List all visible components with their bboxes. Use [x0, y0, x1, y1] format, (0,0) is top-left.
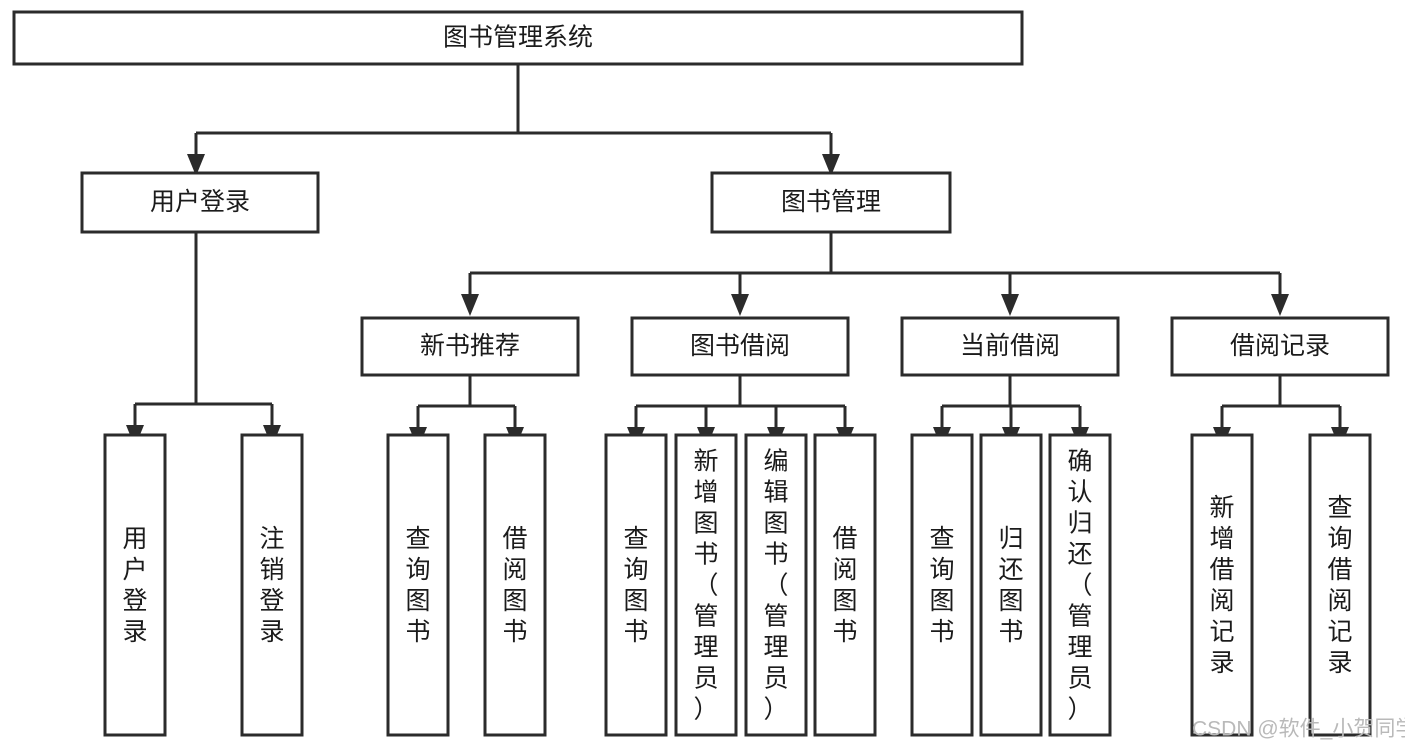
- node-leaf-edit-book[interactable]: 编辑图书（管理员）: [744, 433, 808, 737]
- arrow-head-icon: [1271, 294, 1289, 316]
- node-leaf-add-record[interactable]: 新增借阅记录: [1190, 433, 1254, 737]
- node-current-borrow[interactable]: 当前借阅: [900, 316, 1120, 377]
- node-book-borrow-rect[interactable]: [630, 316, 850, 377]
- node-leaf-confirm-return-rect[interactable]: [1048, 433, 1112, 737]
- node-leaf-query-book-rec[interactable]: 查询图书: [386, 433, 450, 737]
- connector-bookmanage-to-level3: [461, 232, 1289, 316]
- node-leaf-user-login-label: 用户登录: [122, 525, 147, 646]
- node-leaf-query-book-borrow[interactable]: 查询图书: [604, 433, 668, 737]
- node-book-borrow-label: 图书借阅: [690, 332, 790, 360]
- node-leaf-borrow-book-label: 借阅图书: [832, 525, 857, 646]
- connector-userlogin-to-leaves: [126, 232, 281, 447]
- node-user-login[interactable]: 用户登录: [80, 171, 320, 234]
- arrow-head-icon: [731, 294, 749, 316]
- arrow-head-icon: [461, 294, 479, 316]
- node-new-book-recommend[interactable]: 新书推荐: [360, 316, 580, 377]
- node-book-borrow[interactable]: 图书借阅: [630, 316, 850, 377]
- node-leaf-user-login-rect[interactable]: [103, 433, 167, 737]
- node-leaf-borrow-book-rect[interactable]: [813, 433, 877, 737]
- node-borrow-record-rect[interactable]: [1170, 316, 1390, 377]
- node-leaf-user-logout-rect[interactable]: [240, 433, 304, 737]
- node-book-manage-rect[interactable]: [710, 171, 952, 234]
- connector-root-to-level2: [187, 64, 840, 176]
- node-borrow-record[interactable]: 借阅记录: [1170, 316, 1390, 377]
- node-current-borrow-label: 当前借阅: [960, 332, 1060, 360]
- node-user-login-rect[interactable]: [80, 171, 320, 234]
- node-leaf-query-book-rec-label: 查询图书: [405, 525, 430, 646]
- node-leaf-add-record-rect[interactable]: [1190, 433, 1254, 737]
- node-book-manage-label: 图书管理: [781, 188, 881, 216]
- node-user-login-label: 用户登录: [150, 188, 250, 216]
- node-leaf-query-record[interactable]: 查询借阅记录: [1308, 433, 1372, 737]
- node-leaf-edit-book-label: 编辑图书（管理员）: [763, 448, 788, 724]
- node-leaf-user-logout-label: 注销登录: [259, 525, 284, 646]
- node-new-book-recommend-rect[interactable]: [360, 316, 580, 377]
- node-leaf-borrow-book[interactable]: 借阅图书: [813, 433, 877, 737]
- connectors-layer: [126, 64, 1349, 449]
- node-leaf-user-login[interactable]: 用户登录: [103, 433, 167, 737]
- node-root-system-label: 图书管理系统: [443, 24, 593, 52]
- node-leaf-query-book-cur[interactable]: 查询图书: [910, 433, 974, 737]
- arrow-head-icon: [1001, 294, 1019, 316]
- node-leaf-query-book-rec-rect[interactable]: [386, 433, 450, 737]
- node-leaf-return-book[interactable]: 归还图书: [979, 433, 1043, 737]
- node-leaf-query-book-borrow-rect[interactable]: [604, 433, 668, 737]
- node-leaf-user-logout[interactable]: 注销登录: [240, 433, 304, 737]
- node-leaf-query-book-cur-rect[interactable]: [910, 433, 974, 737]
- node-leaf-query-book-borrow-label: 查询图书: [623, 525, 648, 646]
- node-root-system[interactable]: 图书管理系统: [12, 10, 1024, 66]
- connector-bookborrow-to-leaves: [627, 375, 854, 449]
- node-leaf-query-book-cur-label: 查询图书: [929, 525, 954, 646]
- node-leaf-add-book-label: 新增图书（管理员）: [693, 448, 718, 724]
- node-leaf-confirm-return-label: 确认归还（管理员）: [1067, 448, 1092, 724]
- node-leaf-borrow-book-rec[interactable]: 借阅图书: [483, 433, 547, 737]
- arrow-head-icon: [822, 154, 840, 176]
- node-current-borrow-rect[interactable]: [900, 316, 1120, 377]
- node-book-manage[interactable]: 图书管理: [710, 171, 952, 234]
- node-leaf-return-book-label: 归还图书: [998, 525, 1023, 646]
- node-new-book-recommend-label: 新书推荐: [420, 332, 520, 360]
- node-leaf-add-record-label: 新增借阅记录: [1209, 494, 1234, 677]
- node-leaf-add-book[interactable]: 新增图书（管理员）: [674, 433, 738, 737]
- node-leaf-borrow-book-rec-rect[interactable]: [483, 433, 547, 737]
- node-leaf-query-record-label: 查询借阅记录: [1327, 494, 1352, 677]
- node-borrow-record-label: 借阅记录: [1230, 332, 1330, 360]
- node-leaf-add-book-rect[interactable]: [674, 433, 738, 737]
- node-root-system-rect[interactable]: [12, 10, 1024, 66]
- node-leaf-edit-book-rect[interactable]: [744, 433, 808, 737]
- node-leaf-query-record-rect[interactable]: [1308, 433, 1372, 737]
- node-leaf-borrow-book-rec-label: 借阅图书: [502, 525, 527, 646]
- arrow-head-icon: [187, 154, 205, 176]
- node-leaf-return-book-rect[interactable]: [979, 433, 1043, 737]
- boxes-layer: 图书管理系统用户登录图书管理新书推荐图书借阅当前借阅借阅记录用户登录注销登录查询…: [12, 10, 1390, 737]
- csdn-watermark: CSDN @软件_小贺同学: [1192, 718, 1405, 741]
- node-leaf-confirm-return[interactable]: 确认归还（管理员）: [1048, 433, 1112, 737]
